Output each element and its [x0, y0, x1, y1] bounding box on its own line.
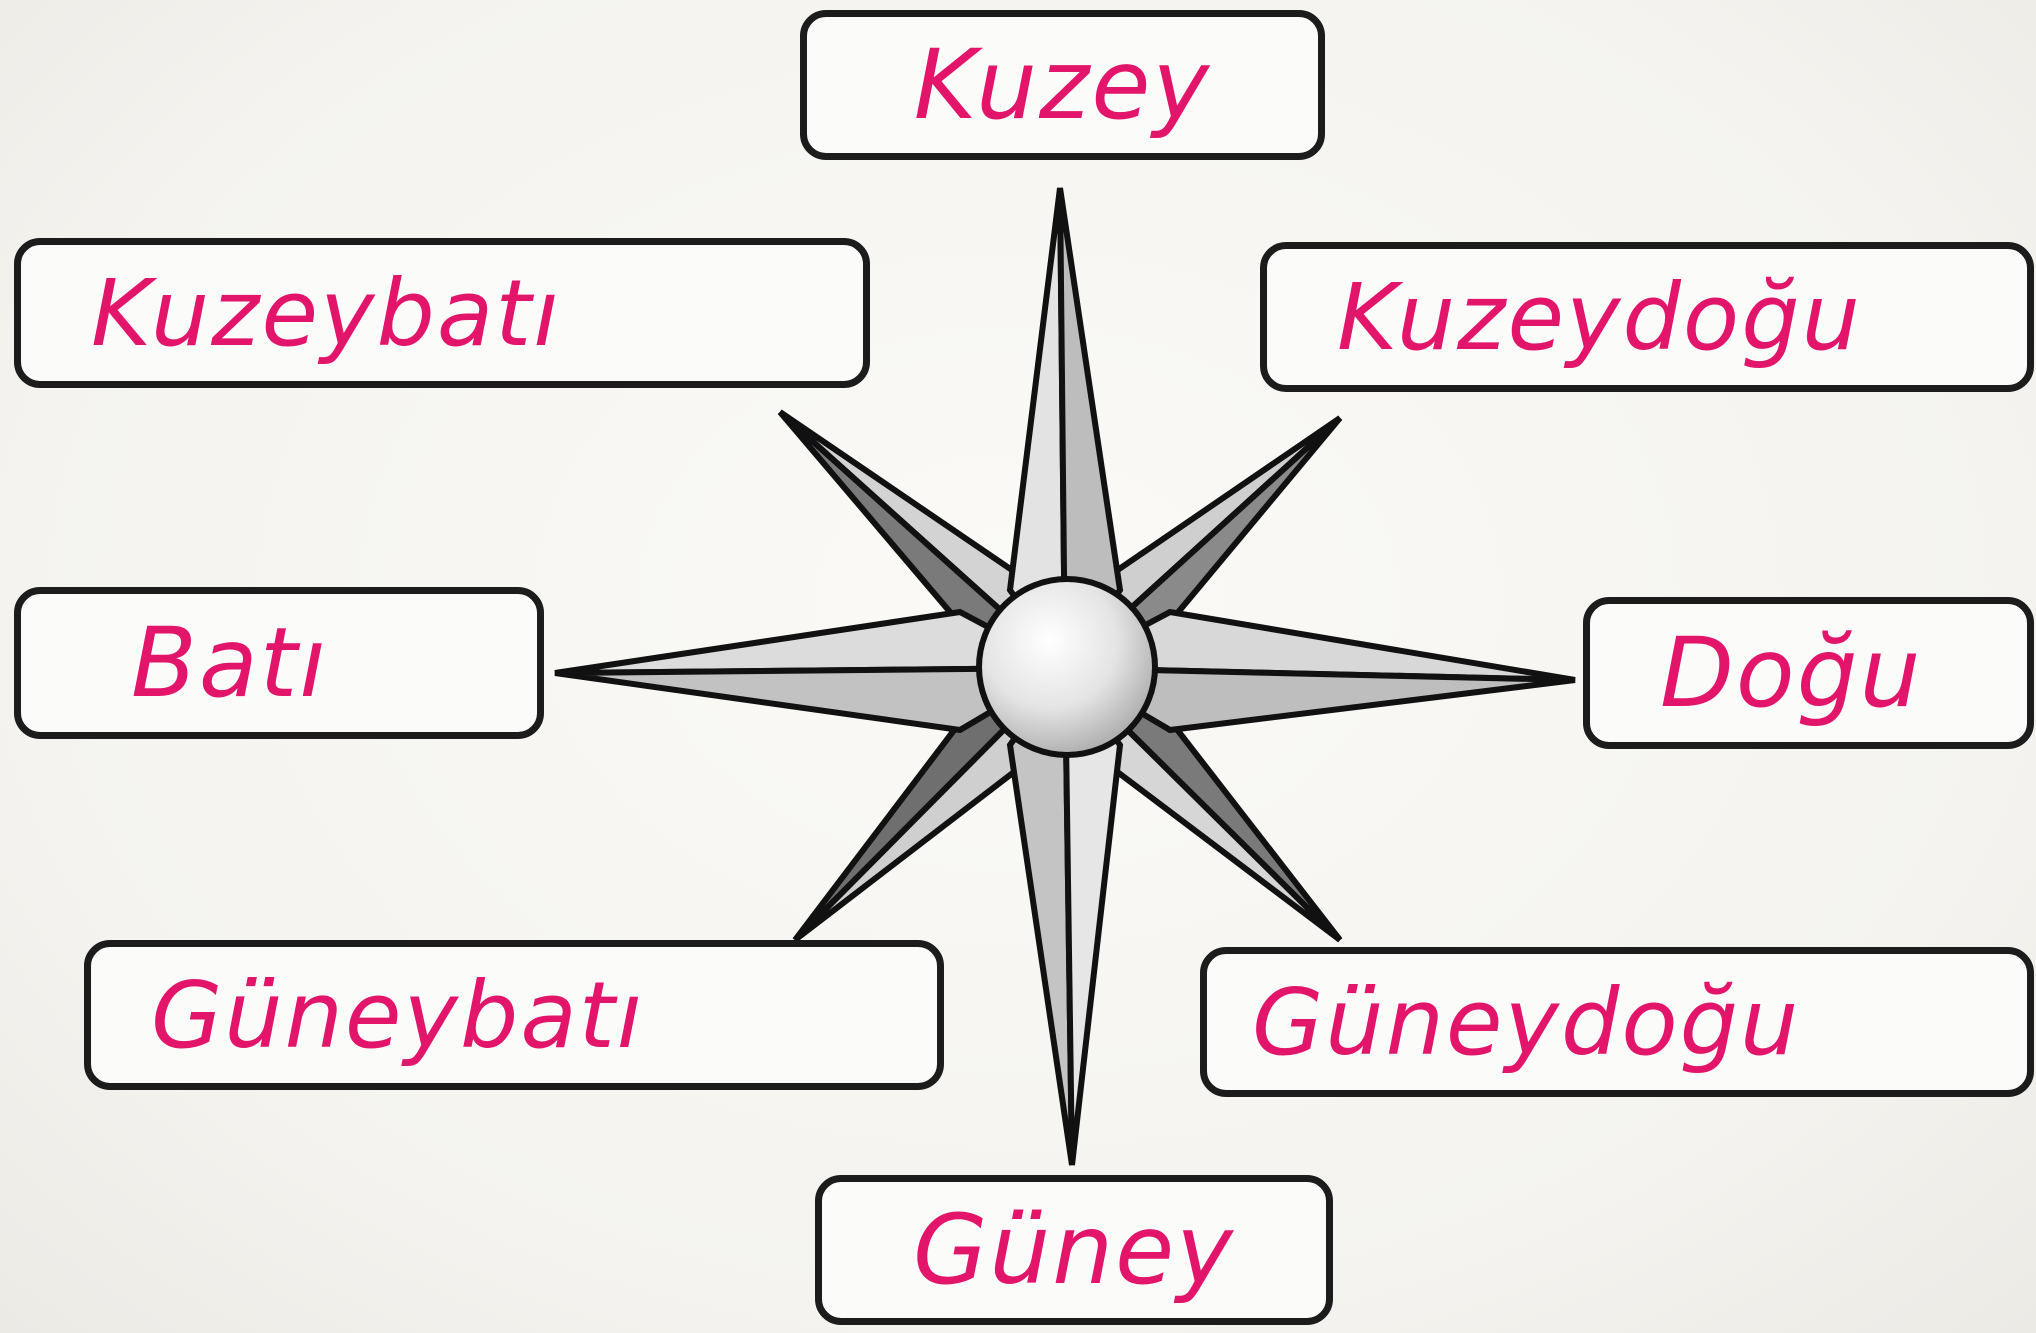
label-box-east: Doğu — [1583, 597, 2034, 749]
northeast-label: Kuzeydoğu — [1337, 264, 1862, 371]
label-box-south: Güney — [815, 1175, 1333, 1325]
label-box-southwest: Güneybatı — [84, 940, 944, 1090]
label-box-north: Kuzey — [800, 10, 1325, 160]
north-label: Kuzey — [914, 29, 1211, 141]
label-box-northwest: Kuzeybatı — [14, 238, 870, 388]
west-label: Batı — [131, 607, 328, 719]
southeast-label: Güneydoğu — [1252, 969, 1800, 1076]
southwest-label: Güneybatı — [151, 962, 644, 1069]
label-box-west: Batı — [14, 587, 544, 739]
northwest-label: Kuzeybatı — [91, 260, 561, 367]
label-box-northeast: Kuzeydoğu — [1260, 242, 2034, 392]
compass-center-hub — [979, 579, 1155, 755]
east-label: Doğu — [1660, 617, 1922, 729]
south-label: Güney — [913, 1194, 1235, 1306]
label-box-southeast: Güneydoğu — [1200, 947, 2034, 1097]
